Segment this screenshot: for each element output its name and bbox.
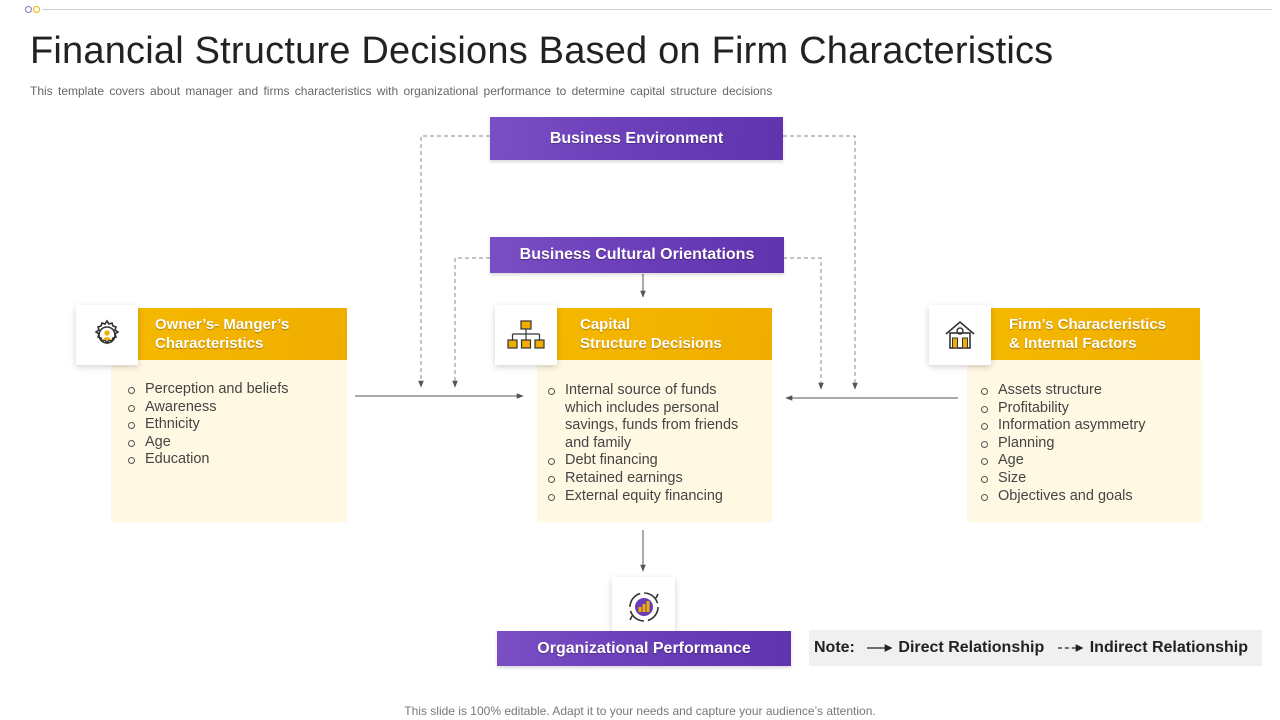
performance-chart-icon [628,592,659,622]
capital-structure-panel [537,360,772,522]
firm-icon-box [929,305,991,365]
indirect-link-env-right [783,135,858,390]
firm-characteristics-title-2: & Internal Factors [1009,335,1137,352]
indirect-link-culture-right [783,257,824,390]
direct-arrow-icon [866,644,893,652]
capital-structure-title-1: Capital [580,316,631,333]
organizational-performance-box: Organizational Performance [497,631,791,666]
list-item: Perception and beliefs [128,381,338,399]
list-item: Ethnicity [128,416,338,434]
firm-characteristics-panel [967,360,1202,522]
list-item: Size [981,470,1191,488]
business-environment-box: Business Environment [490,117,783,160]
house-icon [945,320,975,349]
decor-dot-yellow [33,6,40,13]
firm-characteristics-header: Firm’s Characteristics & Internal Factor… [991,308,1200,360]
list-item: External equity financing [548,488,748,506]
firm-characteristics-title-1: Firm’s Characteristics [1009,316,1167,333]
cultural-orientations-box: Business Cultural Orientations [490,237,784,273]
organizational-performance-label: Organizational Performance [537,639,751,657]
indirect-link-env-left [418,135,490,388]
owner-characteristics-list: Perception and beliefs Awareness Ethnici… [128,381,338,469]
page-title: Financial Structure Decisions Based on F… [30,30,1054,72]
list-item: Age [981,452,1191,470]
org-chart-icon [507,320,545,349]
owner-characteristics-title-1: Owner’s- Manger’s [155,316,290,333]
cultural-orientations-label: Business Cultural Orientations [519,246,755,263]
list-item: Age [128,434,338,452]
capital-icon-box [495,305,557,365]
firm-characteristics-list: Assets structure Profitability Informati… [981,382,1191,505]
gear-person-icon [94,319,120,345]
footer-text: This slide is 100% editable. Adapt it to… [404,704,876,718]
owner-characteristics-panel [111,360,347,522]
list-item: Debt financing [548,452,748,470]
business-environment-label: Business Environment [549,129,724,147]
performance-icon-box [612,577,675,637]
list-item: Education [128,451,338,469]
owner-icon-box [76,305,138,365]
owner-characteristics-header: Owner’s- Manger’s Characteristics [137,308,347,360]
capital-structure-title-2: Structure Decisions [580,335,722,352]
legend-note: Note: Direct Relationship Indirect Relat… [809,630,1262,666]
decor-dot-purple [25,6,32,13]
owner-characteristics-title-2: Characteristics [155,335,264,352]
list-item: Profitability [981,400,1191,418]
list-item: Planning [981,435,1191,453]
page-subtitle: This template covers about manager and f… [30,84,773,98]
list-item: Objectives and goals [981,488,1191,506]
indirect-link-culture-left [452,257,490,388]
list-item: Internal source of funds which includes … [548,382,748,452]
list-item: Information asymmetry [981,417,1191,435]
note-direct-label: Direct Relationship [898,639,1045,656]
list-item: Awareness [128,399,338,417]
note-label: Note: [814,639,855,656]
capital-structure-list: Internal source of funds which includes … [548,382,748,505]
capital-structure-header: Capital Structure Decisions [557,308,772,360]
note-indirect-label: Indirect Relationship [1089,639,1248,656]
list-item: Assets structure [981,382,1191,400]
list-item: Retained earnings [548,470,748,488]
indirect-arrow-icon [1058,644,1084,652]
top-rule [42,9,1272,10]
